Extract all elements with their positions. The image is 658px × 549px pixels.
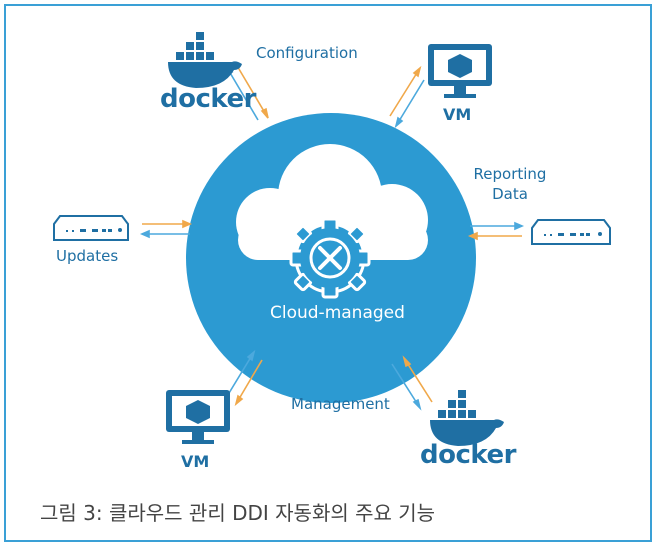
gear-icon <box>289 217 371 299</box>
reporting-label-line2: Data <box>492 185 528 203</box>
vm-label-top: VM <box>443 105 472 124</box>
figure-caption: 그림 3: 클라우드 관리 DDI 자동화의 주요 기능 <box>40 501 436 525</box>
vm-label-bottom: VM <box>181 452 210 471</box>
vm-monitor-icon-bottom <box>166 390 230 444</box>
docker-wordmark-top: docker <box>160 84 256 114</box>
docker-wordmark-bottom: docker <box>420 440 516 470</box>
network-device-icon-right <box>531 219 611 245</box>
docker-logo-bottom <box>430 390 504 446</box>
network-device-icon-left <box>53 215 129 241</box>
updates-label: Updates <box>56 247 119 265</box>
docker-logo-top <box>168 32 242 88</box>
vm-monitor-icon-top <box>428 44 492 98</box>
configuration-label: Configuration <box>256 44 358 62</box>
wrench-icon <box>318 246 342 270</box>
reporting-label-line1: Reporting <box>473 165 547 183</box>
cloud-managed-label: Cloud-managed <box>270 303 405 323</box>
management-label: Management <box>291 395 390 413</box>
